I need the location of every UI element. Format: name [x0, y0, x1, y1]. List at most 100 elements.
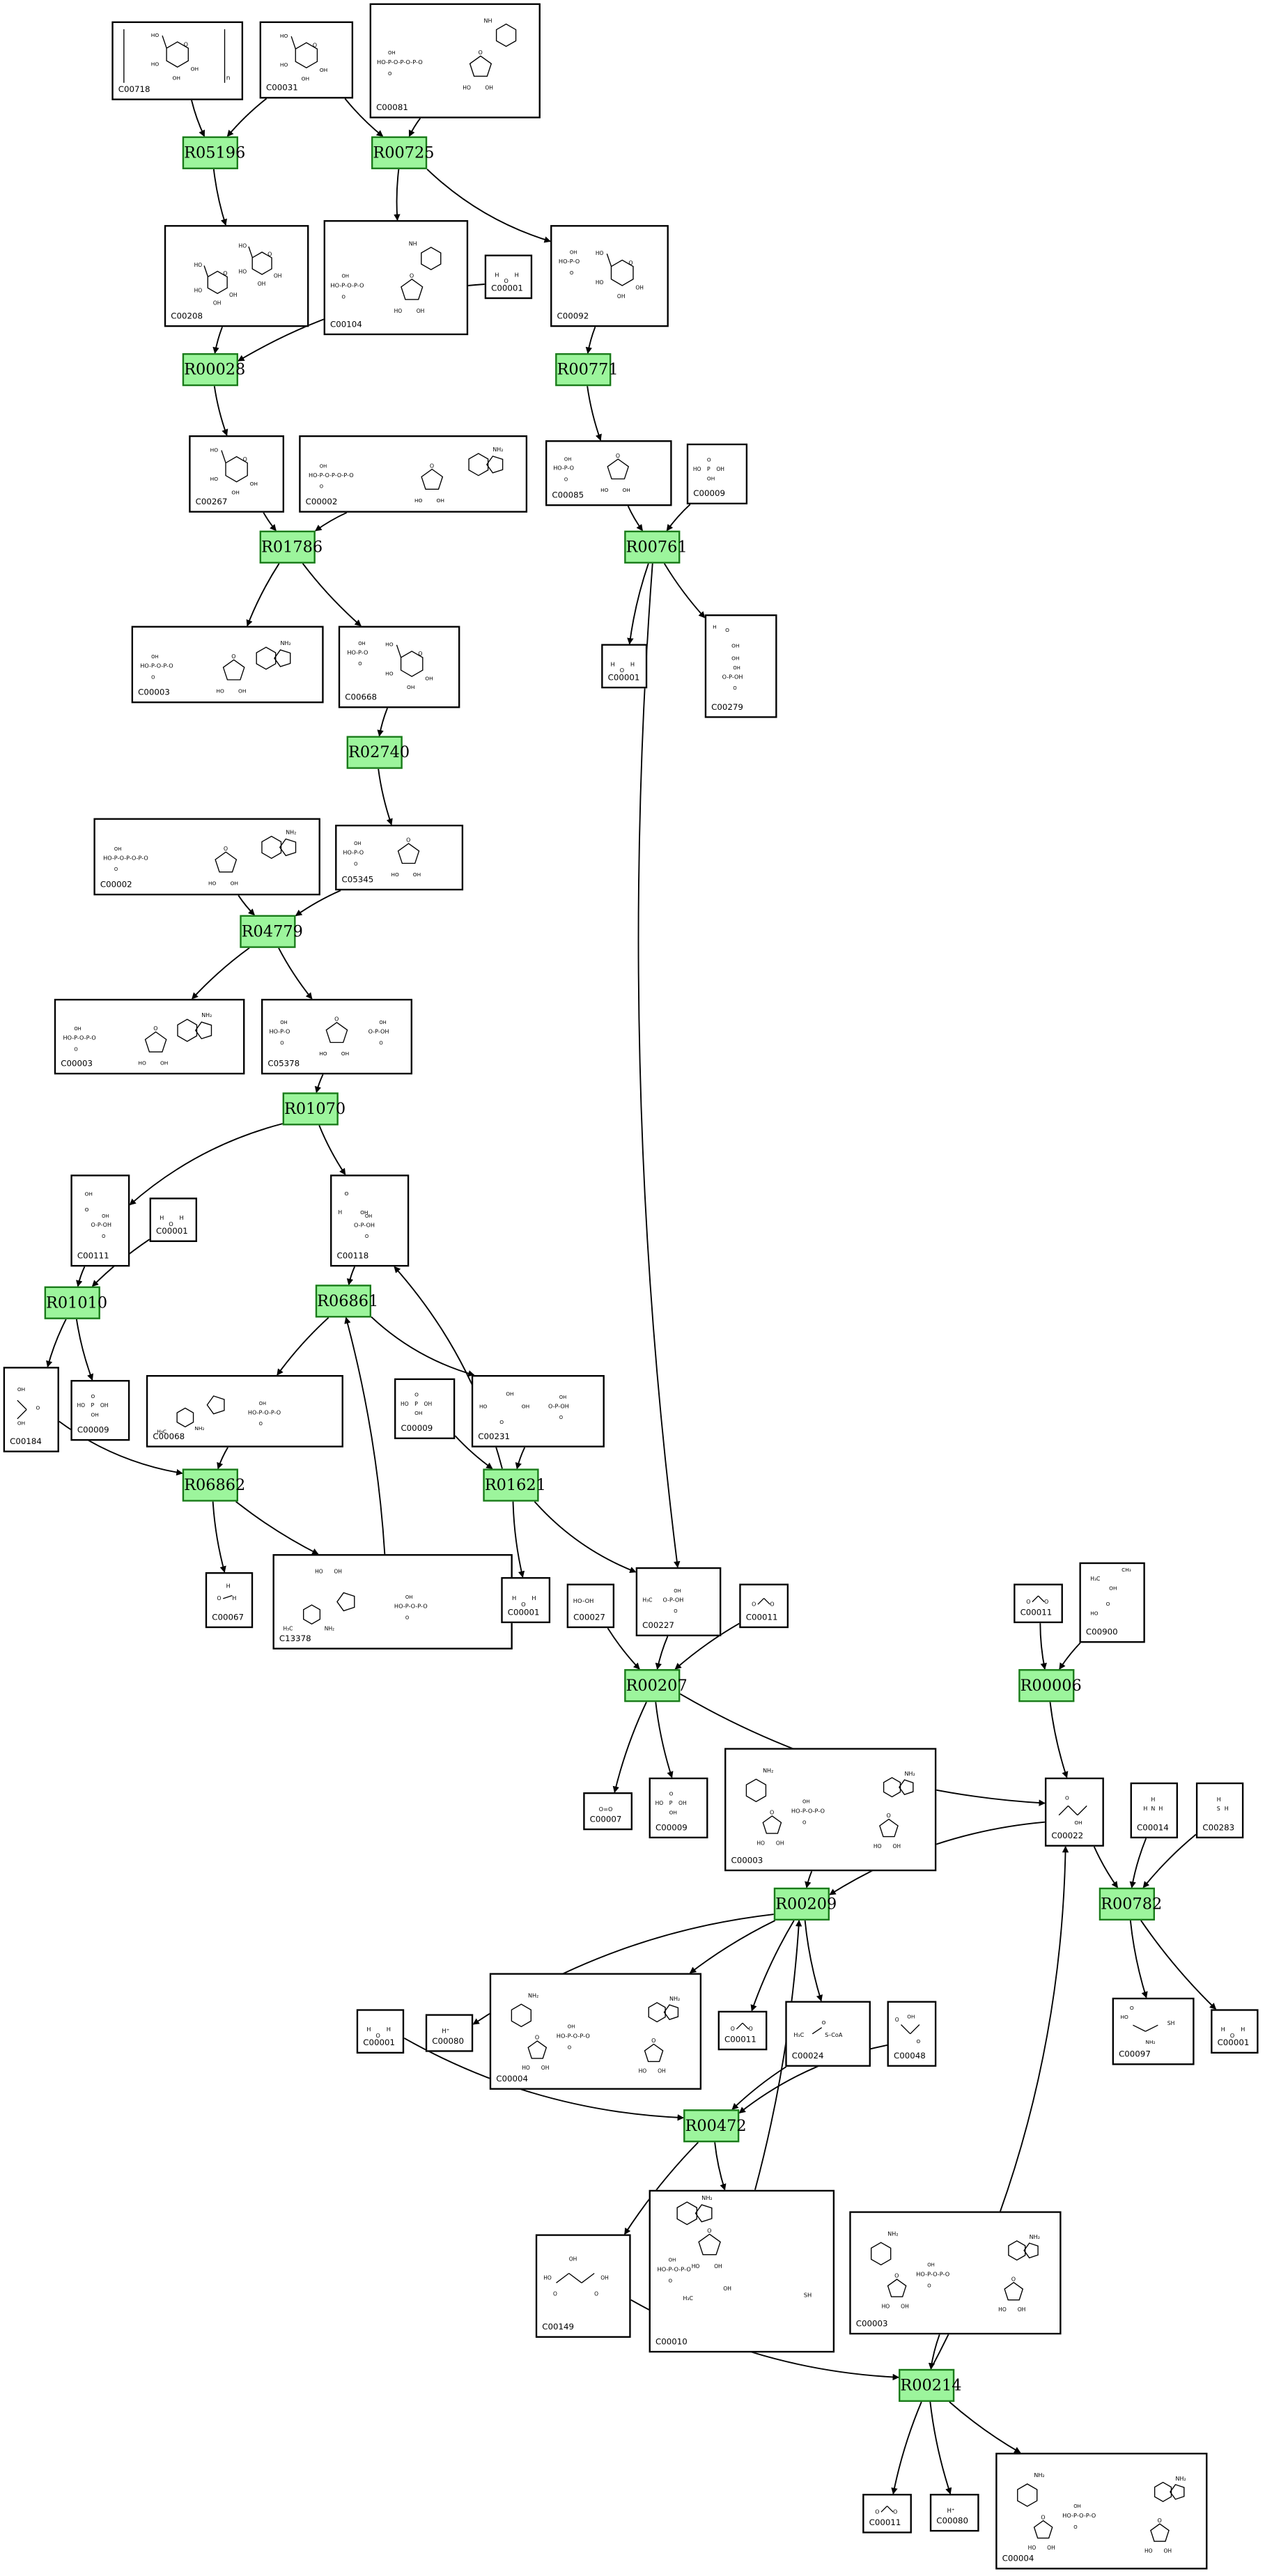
svg-text:O: O [375, 2032, 380, 2039]
svg-text:OH: OH [229, 292, 238, 298]
reaction-r00472[interactable]: R00472 [683, 2109, 747, 2143]
svg-text:O: O [259, 1421, 263, 1427]
reaction-r05196[interactable]: R05196 [182, 136, 245, 169]
compound-c00080[interactable]: H⁺C00080 [425, 2014, 474, 2052]
svg-text:HO: HO [385, 642, 394, 648]
svg-text:OH: OH [658, 2068, 666, 2074]
reaction-r00214[interactable]: R00214 [899, 2368, 962, 2402]
edge-arrow [754, 1920, 802, 2190]
reaction-r06861[interactable]: R06861 [315, 1285, 378, 1318]
svg-text:O: O [1158, 2517, 1162, 2524]
water-structure: HOH [512, 1595, 536, 1608]
reaction-r01070[interactable]: R01070 [282, 1092, 346, 1126]
edge-arrow [371, 1316, 475, 1377]
svg-text:HO: HO [239, 268, 247, 274]
edge-arrow [191, 100, 205, 137]
compound-c00080[interactable]: H⁺C00080 [929, 2494, 979, 2532]
svg-text:HO: HO [693, 466, 701, 472]
edge-arrow [129, 1123, 283, 1206]
reaction-r01786[interactable]: R01786 [259, 530, 323, 564]
svg-text:HO: HO [882, 2303, 890, 2309]
svg-text:OH: OH [669, 1809, 677, 1815]
reaction-r02740[interactable]: R02740 [346, 736, 410, 769]
svg-text:O: O [1130, 2005, 1134, 2011]
reaction-r00207[interactable]: R00207 [624, 1669, 688, 1702]
compound-id-label: C00022 [1051, 1831, 1084, 1842]
reaction-r00761[interactable]: R00761 [624, 530, 688, 564]
reaction-r00006[interactable]: R00006 [1018, 1669, 1082, 1702]
reaction-r00771[interactable]: R00771 [555, 353, 619, 387]
compound-id-label: C00027 [573, 1613, 605, 1624]
reaction-r01010[interactable]: R01010 [44, 1286, 107, 1319]
reaction-r04779[interactable]: R04779 [240, 915, 303, 948]
svg-text:NH₂: NH₂ [492, 447, 503, 453]
reaction-r00028[interactable]: R00028 [182, 353, 245, 387]
compound-id-label: C00067 [212, 1613, 245, 1624]
reaction-r00209[interactable]: R00209 [773, 1887, 837, 1921]
reaction-r06862[interactable]: R06862 [182, 1468, 245, 1502]
svg-text:O: O [620, 667, 625, 674]
svg-text:O: O [406, 837, 410, 844]
reaction-r00725[interactable]: R00725 [371, 136, 435, 169]
reaction-r01621[interactable]: R01621 [483, 1468, 546, 1502]
reaction-r00782[interactable]: R00782 [1099, 1887, 1162, 1921]
svg-text:O: O [354, 861, 357, 867]
